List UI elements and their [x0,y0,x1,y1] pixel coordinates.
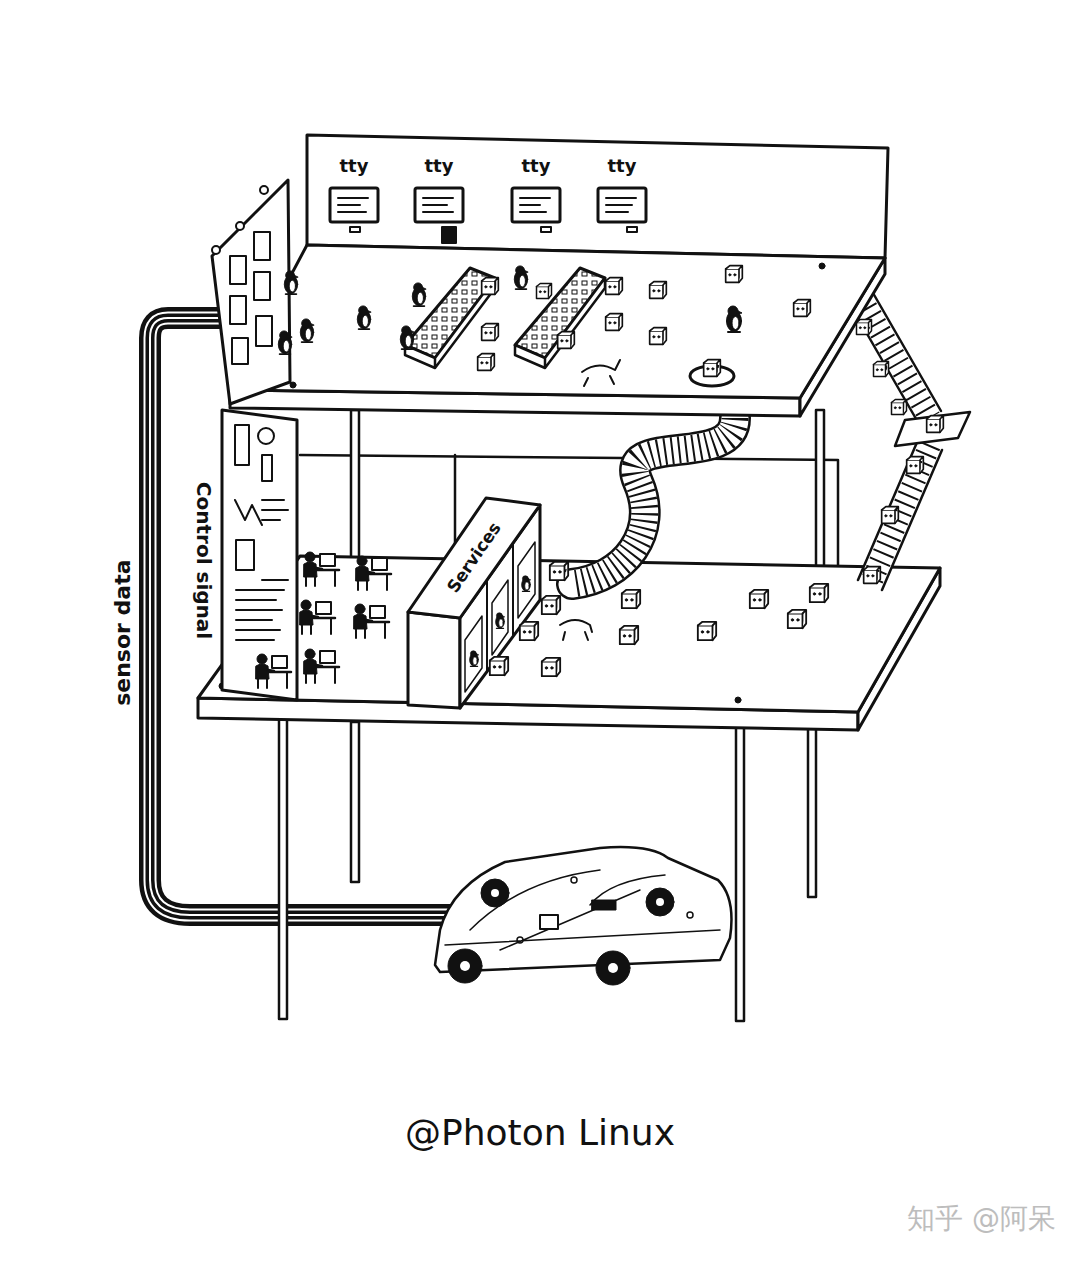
rotated-label: Services [442,517,506,598]
tty-monitor: tty [586,156,658,226]
tty-monitor: tty [500,156,572,226]
watermark: 知乎 @阿呆 [853,1203,1056,1243]
text-label: 知乎 @阿呆 [853,1203,1056,1235]
cable-label: sensor data [97,532,147,732]
text-label: tty [318,156,390,177]
text-label: tty [403,156,475,177]
tty-monitor: tty [403,156,475,226]
control-panel: Control signal [188,458,218,662]
rotated-label: Control signal [192,479,215,640]
tty-monitor: tty [318,156,390,226]
text-label: tty [586,156,658,177]
rotated-label: sensor data [110,557,135,707]
caption: @Photon Linux [286,1112,794,1166]
services-box: Services [424,518,524,598]
text-label: @Photon Linux [286,1112,794,1153]
text-label: tty [500,156,572,177]
